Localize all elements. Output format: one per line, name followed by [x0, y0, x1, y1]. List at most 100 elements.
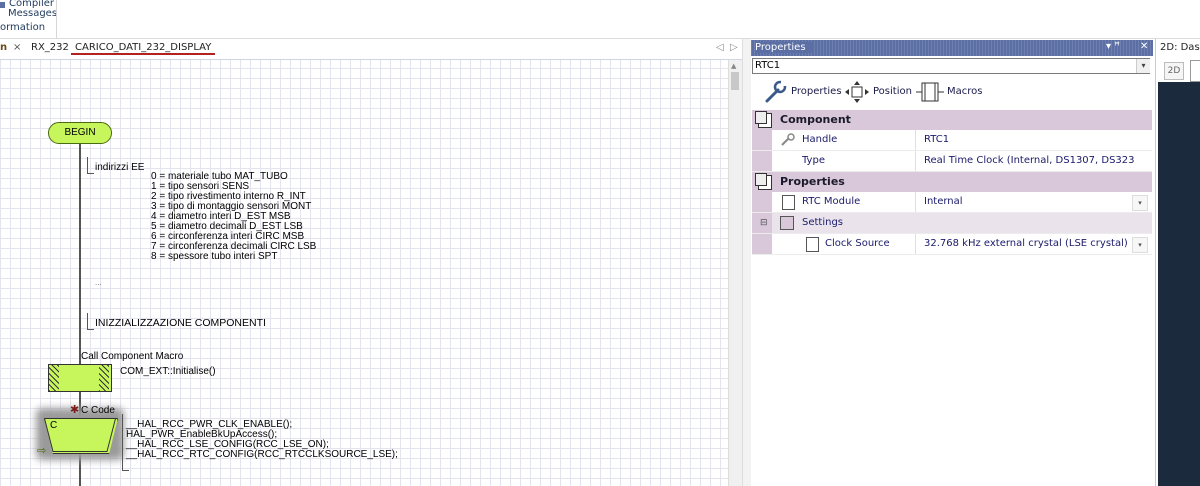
category-label: Properties [780, 175, 845, 188]
column-divider [915, 151, 916, 171]
position-move-icon[interactable] [845, 81, 869, 103]
comment-line: 4 = diametro interi D_EST MSB [151, 211, 291, 222]
row-gutter [752, 213, 772, 233]
properties-category-icon [755, 173, 772, 190]
property-value[interactable]: 32.768 kHz external crystal (LSE crystal… [924, 238, 1128, 249]
property-row-type[interactable]: Type Real Time Clock (Internal, DS1307, … [752, 151, 1152, 172]
list-icon [806, 237, 819, 252]
chevron-down-icon[interactable]: ▾ [1132, 237, 1148, 253]
collapse-icon[interactable]: ⊟ [760, 218, 768, 228]
row-gutter [752, 192, 772, 212]
property-key: Clock Source [825, 238, 890, 249]
properties-panel [751, 39, 1155, 486]
property-grid: Component Handle RTC1 Type Real Time Clo… [752, 110, 1152, 255]
tab-rx-232[interactable]: RX_232 [31, 42, 69, 53]
properties-title: Properties [755, 42, 812, 53]
tab-carico-dati-232-display[interactable]: CARICO_DATI_232_DISPLAY [71, 42, 216, 55]
breakpoint-star-icon[interactable]: ✱ [70, 403, 80, 416]
comment-ee-title[interactable]: indirizzi EE [95, 162, 145, 173]
property-row-handle[interactable]: Handle RTC1 [752, 130, 1152, 151]
panel-pin-icon[interactable]: ▾ ꟸ [1106, 41, 1120, 52]
property-row-rtc-module[interactable]: RTC Module Internal ▾ [752, 192, 1152, 213]
row-gutter [752, 130, 772, 150]
component-category-icon [755, 111, 772, 128]
c-code-block-outline [44, 418, 116, 452]
comment-line: 8 = spessore tubo interi SPT [151, 251, 278, 262]
flow-main-line [79, 143, 81, 486]
category-component[interactable]: Component [752, 110, 1152, 130]
macro-block-label[interactable]: Call Component Macro [81, 351, 184, 362]
scroll-up-icon[interactable]: ▲ [731, 62, 737, 70]
code-line: __HAL_RCC_LSE_CONFIG(RCC_LSE_ON); [126, 439, 329, 450]
comment-line: 2 = tipo rivestimento interno R_INT [151, 191, 306, 202]
property-key: Settings [802, 217, 844, 228]
comment-init-title[interactable]: INIZZIALIZZAZIONE COMPONENTI [95, 317, 266, 329]
panel-close-icon[interactable]: ✕ [1140, 41, 1149, 52]
property-value[interactable]: Real Time Clock (Internal, DS1307, DS323… [924, 155, 1134, 166]
comment-line: 3 = tipo di montaggio sensori MONT [151, 201, 312, 212]
chevron-down-icon[interactable]: ▾ [1136, 59, 1150, 73]
row-gutter [752, 234, 772, 254]
comment-line: 0 = materiale tubo MAT_TUBO [151, 171, 288, 182]
macros-icon[interactable] [916, 80, 944, 104]
tab-nav-left-icon[interactable]: ◁ [716, 42, 724, 53]
tab-position[interactable]: Position [873, 86, 912, 97]
tab-partial[interactable]: n [0, 42, 8, 53]
canvas-vertical-scrollbar[interactable] [728, 60, 743, 486]
settings-icon [780, 216, 794, 230]
compiler-messages-label-1[interactable]: Compiler [9, 0, 55, 9]
ribbon-separator [56, 0, 57, 38]
comment-ellipsis: ... [95, 278, 102, 287]
current-step-arrow-icon: ⇨ [37, 444, 47, 457]
property-key: RTC Module [802, 196, 861, 207]
comment-line: 5 = diametro decimali D_EST LSB [151, 221, 303, 232]
tab-properties[interactable]: Properties [791, 86, 842, 97]
category-label: Component [780, 113, 851, 126]
comment-line: 6 = circonferenza interi CIRC MSB [151, 231, 305, 242]
property-value[interactable]: RTC1 [924, 134, 950, 145]
property-row-clock-source[interactable]: Clock Source 32.768 kHz external crystal… [752, 234, 1152, 255]
property-row-settings[interactable]: ⊟ Settings [752, 213, 1152, 234]
code-line: __HAL_RCC_PWR_CLK_ENABLE(); [126, 419, 293, 430]
macro-hatch-right [99, 365, 109, 391]
dashboard-title: 2D: Dash [1160, 42, 1200, 53]
dashboard-canvas[interactable] [1158, 82, 1200, 486]
tab-nav-right-icon[interactable]: ▷ [730, 42, 738, 53]
tab-macros[interactable]: Macros [947, 86, 983, 97]
wrench-small-icon [780, 133, 796, 155]
code-bracket [122, 414, 129, 471]
code-line: HAL_PWR_EnableBkUpAccess(); [126, 429, 278, 440]
comment-bracket [87, 313, 94, 330]
tab-close-icon[interactable]: × [13, 42, 22, 53]
macro-hatch-left [49, 365, 59, 391]
column-divider [915, 192, 916, 212]
properties-title-bar: Properties [751, 40, 1153, 56]
code-line: __HAL_RCC_RTC_CONFIG(RCC_RTCCLKSOURCE_LS… [126, 449, 398, 460]
comment-line: 1 = tipo sensori SENS [151, 181, 250, 192]
chevron-down-icon[interactable]: ▾ [1132, 195, 1148, 211]
wrench-icon[interactable] [764, 80, 788, 104]
macro-call-text: COM_EXT::Initialise() [120, 366, 216, 377]
component-selector[interactable]: RTC1 [752, 58, 1150, 74]
ccode-block-label[interactable]: C Code [81, 405, 115, 416]
property-key: Type [802, 155, 825, 166]
c-code-icon-letter: C [50, 420, 58, 431]
information-group-label: ormation [0, 22, 46, 33]
column-divider [915, 234, 916, 254]
begin-terminal[interactable]: BEGIN [48, 122, 112, 144]
compiler-messages-icon [0, 0, 6, 10]
property-value[interactable]: Internal [924, 196, 963, 207]
view-toggle-button[interactable] [1190, 60, 1200, 82]
view-2d-button[interactable]: 2D [1164, 62, 1184, 80]
list-icon [782, 195, 795, 210]
property-key: Handle [802, 134, 838, 145]
scrollbar-thumb[interactable] [731, 72, 739, 90]
comment-line: 7 = circonferenza decimali CIRC LSB [151, 241, 317, 252]
ribbon [0, 0, 1200, 39]
compiler-messages-label-2[interactable]: Messages [8, 8, 58, 19]
comment-bracket [87, 157, 94, 174]
category-properties[interactable]: Properties [752, 172, 1152, 192]
c-code-body: __HAL_RCC_PWR_CLK_ENABLE(); HAL_PWR_Enab… [126, 420, 398, 460]
row-gutter [752, 151, 772, 171]
column-divider [915, 130, 916, 150]
